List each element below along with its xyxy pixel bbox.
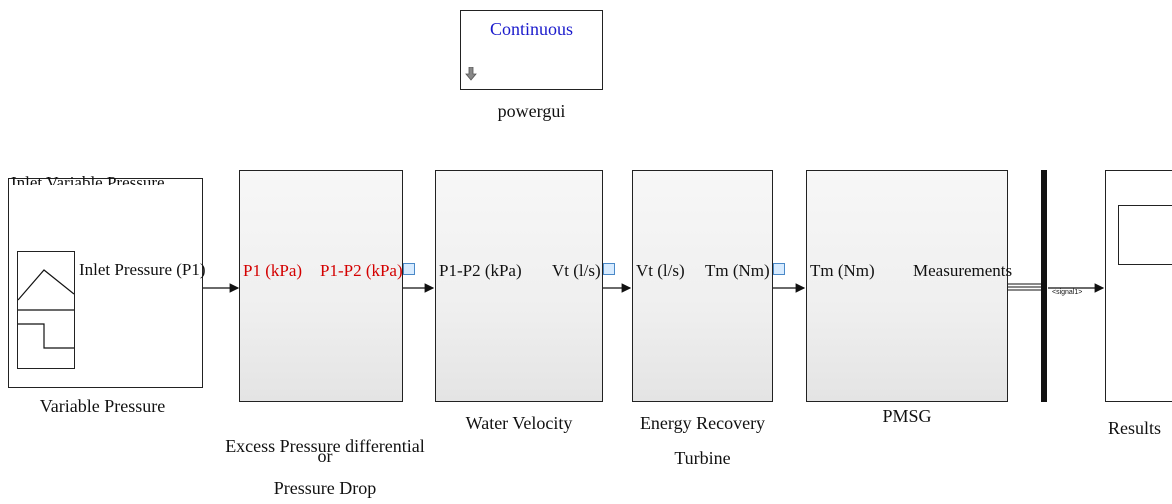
variable-pressure-title: Inlet Variable Pressure — [11, 173, 165, 185]
inlet-pressure-port: Inlet Pressure (P1) — [79, 260, 206, 279]
turbine-label-2: Turbine — [674, 448, 731, 468]
signal-builder-icon — [17, 251, 75, 369]
velocity-in-port: P1-P2 (kPa) — [439, 261, 522, 280]
pmsg-label: PMSG — [882, 406, 932, 426]
water-velocity-label: Water Velocity — [465, 413, 573, 433]
water-velocity-block[interactable]: P1-P2 (kPa) Vt (l/s) — [435, 170, 603, 402]
bus-selector-block[interactable] — [1041, 170, 1047, 402]
turbine-block[interactable]: Vt (l/s) Tm (Nm) — [632, 170, 773, 402]
variable-pressure-block[interactable]: Inlet Variable Pressure Inlet Pressure (… — [8, 173, 206, 388]
excess-pressure-label-2: or — [317, 446, 333, 466]
pmsg-out-port: Measurements — [913, 261, 1013, 280]
scope-icon[interactable] — [773, 263, 785, 275]
results-scope-block[interactable] — [1105, 170, 1172, 402]
excess-out-port: P1-P2 (kPa) — [320, 261, 403, 280]
variable-pressure-label: Variable Pressure — [39, 396, 166, 416]
excess-pressure-block[interactable]: P1 (kPa) P1-P2 (kPa) — [239, 170, 403, 402]
arrow-down-icon — [465, 66, 477, 86]
scope-icon[interactable] — [603, 263, 615, 275]
turbine-in-port: Vt (l/s) — [636, 261, 685, 280]
excess-in-port: P1 (kPa) — [243, 261, 303, 280]
powergui-block[interactable]: Continuous — [460, 10, 603, 90]
scope-screen — [1118, 205, 1172, 265]
powergui-label: powergui — [497, 101, 566, 121]
results-label: Results — [1108, 418, 1162, 438]
excess-pressure-label-3: Pressure Drop — [273, 478, 377, 498]
scope-icon[interactable] — [403, 263, 415, 275]
turbine-label-1: Energy Recovery — [639, 413, 766, 433]
powergui-mode: Continuous — [489, 19, 573, 39]
excess-pressure-label-1: Excess Pressure differential — [225, 436, 425, 456]
turbine-out-port: Tm (Nm) — [705, 261, 770, 280]
pmsg-in-port: Tm (Nm) — [810, 261, 875, 280]
pmsg-block[interactable]: Tm (Nm) Measurements — [806, 170, 1012, 402]
bus-signal-label: <signal1> — [1052, 289, 1083, 296]
velocity-out-port: Vt (l/s) — [552, 261, 601, 280]
